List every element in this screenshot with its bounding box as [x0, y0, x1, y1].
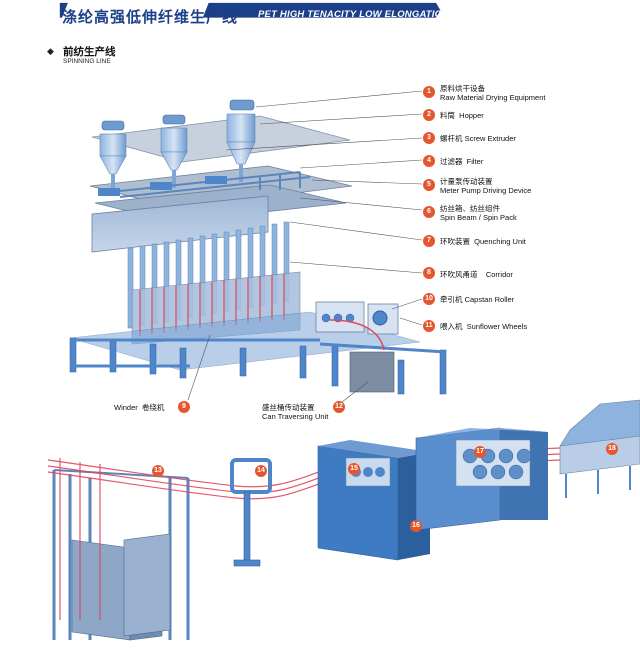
callout-badge: 10: [423, 293, 435, 305]
callout-label: 料筒 Hopper: [440, 111, 484, 120]
fiber-cans: [71, 533, 171, 641]
badge-16: 16: [410, 520, 422, 532]
banner-title-cn: 涤纶高强低伸纤维生产线: [62, 8, 239, 26]
badge-14: 14: [255, 465, 267, 477]
header-banner: [59, 2, 441, 18]
badge-18: 18: [606, 443, 618, 455]
quench-tubes: [127, 221, 290, 329]
callout-label: 牵引机 Capstan Roller: [440, 295, 515, 304]
banner-title-en: PET HIGH TENACITY LOW ELONGATION FIBER L…: [258, 9, 507, 20]
badge-17: 17: [474, 446, 486, 458]
can-traversing-badge: 12: [333, 401, 345, 413]
fiber-bundle-upper: [139, 274, 285, 336]
extruder-motor: [98, 188, 120, 196]
callout-badge: 4: [423, 155, 435, 167]
can-traversing-unit: [349, 351, 395, 393]
tension-stand: [230, 458, 272, 567]
callout-label: 过滤器 Filter: [440, 157, 484, 166]
callout-label: 环吹装置 Quenching Unit: [440, 237, 526, 246]
callout-label: 喂入机 Sunflower Wheels: [440, 322, 528, 331]
callout-label: 螺杆机 Screw Extruder: [440, 134, 516, 143]
callout-badge: 6: [423, 206, 435, 218]
top-platform: [91, 115, 351, 163]
callout-badge: 5: [423, 179, 435, 191]
winder-badge: 9: [178, 401, 190, 413]
section-title-cn: 前纺生产线: [63, 46, 116, 58]
badge-13: 13: [152, 465, 164, 477]
winder-label: Winder 卷绕机: [114, 403, 165, 412]
callout-badge: 2: [423, 109, 435, 121]
spin-beam: [91, 195, 269, 253]
callout-badge: 7: [423, 235, 435, 247]
callout-badge: 3: [423, 132, 435, 144]
dryer-units: [99, 99, 256, 192]
diamond-icon: ◆: [47, 46, 54, 56]
callout-lines: [187, 90, 423, 403]
callout-badge: 1: [423, 86, 435, 98]
badge-15: 15: [348, 463, 360, 475]
callout-badge: 8: [423, 267, 435, 279]
callout-badge: 11: [423, 320, 435, 332]
section-title-en: SPINNING LINE: [63, 58, 111, 65]
callout-label: 环吹风甬道 Corridor: [440, 270, 513, 279]
